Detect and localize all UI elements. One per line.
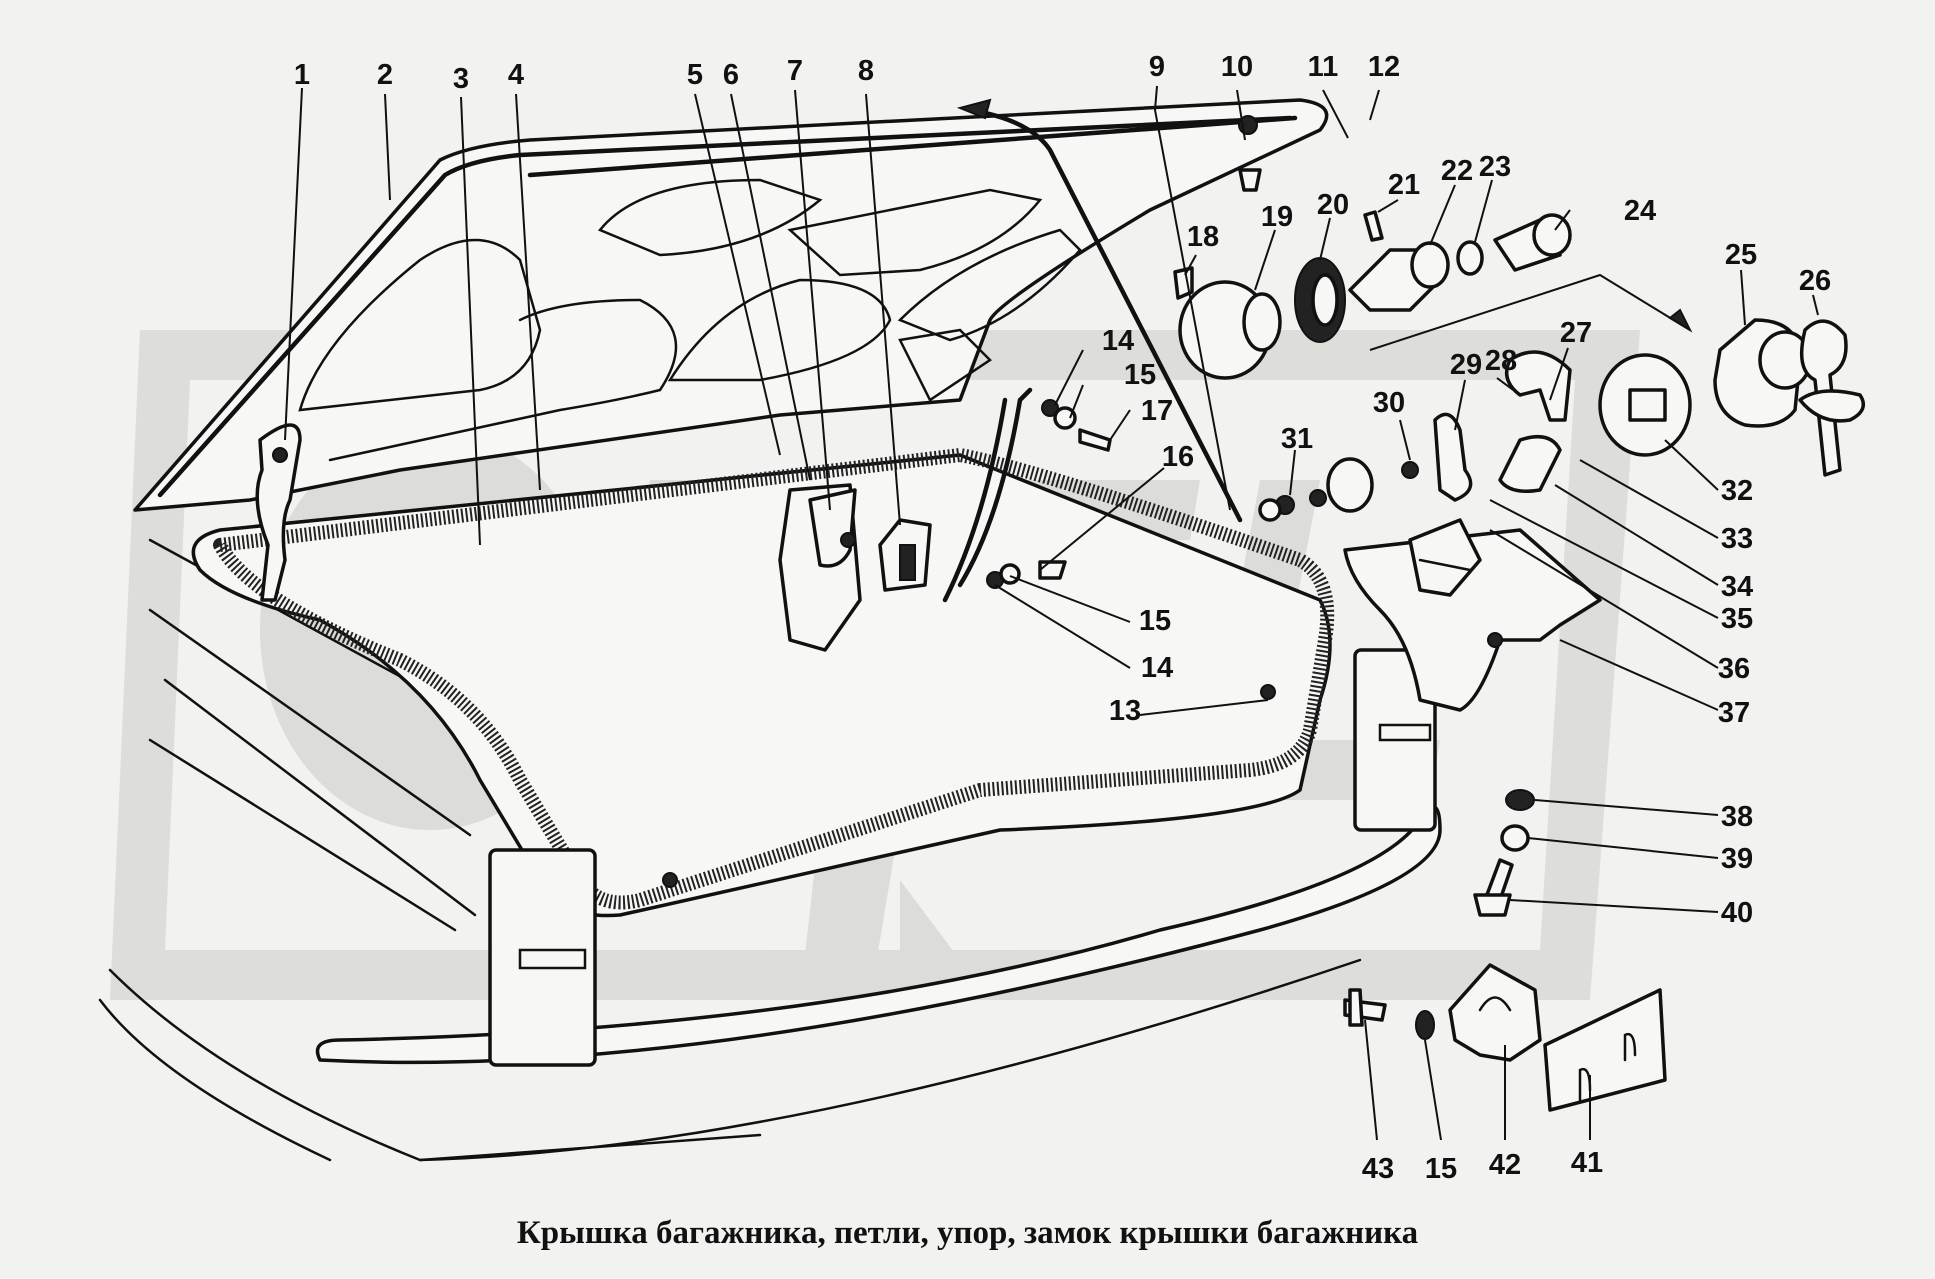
callout-15-stay: 15 (1139, 605, 1171, 637)
callout-24: 24 (1624, 195, 1656, 227)
callout-9: 9 (1149, 51, 1165, 83)
hinge-left (255, 423, 302, 602)
hinge-center (778, 483, 862, 652)
left-tail-light (488, 848, 597, 1067)
callout-15: 15 (1124, 359, 1156, 391)
callout-27: 27 (1560, 317, 1592, 349)
callout-36: 36 (1718, 653, 1750, 685)
callout-numbers: 1 2 3 4 5 6 7 8 9 10 11 12 13 14 15 16 1… (294, 51, 1831, 1185)
callout-16: 16 (1162, 441, 1194, 473)
trunk-seal (213, 448, 1335, 910)
callout-34: 34 (1721, 571, 1753, 603)
callout-41: 41 (1571, 1147, 1603, 1179)
callout-11: 11 (1308, 51, 1339, 83)
callout-18: 18 (1187, 221, 1219, 253)
callout-12: 12 (1368, 51, 1400, 83)
callout-43: 43 (1362, 1153, 1394, 1185)
callout-19: 19 (1261, 201, 1293, 233)
callout-2: 2 (377, 59, 393, 91)
callout-25: 25 (1725, 239, 1757, 271)
callout-22: 22 (1441, 155, 1473, 187)
callout-7: 7 (787, 55, 803, 87)
callout-14: 14 (1102, 325, 1134, 357)
callout-5: 5 (687, 59, 703, 91)
callout-32: 32 (1721, 475, 1753, 507)
callout-15-striker: 15 (1425, 1153, 1457, 1185)
callout-4: 4 (508, 59, 524, 91)
callout-31: 31 (1281, 423, 1313, 455)
callout-28: 28 (1485, 345, 1517, 377)
lid-stay (878, 387, 1033, 603)
callout-26: 26 (1799, 265, 1831, 297)
trunk-lid (133, 98, 1329, 512)
callout-1: 1 (294, 59, 310, 91)
callout-38: 38 (1721, 801, 1753, 833)
callout-13: 13 (1109, 695, 1141, 727)
callout-21: 21 (1388, 169, 1420, 201)
figure-caption: Крышка багажника, петли, упор, замок кры… (516, 1215, 1419, 1251)
callout-37: 37 (1718, 697, 1750, 729)
callout-35: 35 (1721, 603, 1753, 635)
callout-3: 3 (453, 63, 469, 95)
callout-14-stay: 14 (1141, 652, 1173, 684)
callout-42: 42 (1489, 1149, 1521, 1181)
callout-17: 17 (1141, 395, 1173, 427)
callout-29: 29 (1450, 349, 1482, 381)
callout-20: 20 (1317, 189, 1349, 221)
callout-23: 23 (1479, 151, 1511, 183)
callout-30: 30 (1373, 387, 1405, 419)
callout-33: 33 (1721, 523, 1753, 555)
callout-39: 39 (1721, 843, 1753, 875)
callout-10: 10 (1221, 51, 1253, 83)
leader-lines (284, 85, 1819, 1141)
callout-8: 8 (858, 55, 874, 87)
car-body (98, 448, 1442, 1162)
callout-40: 40 (1721, 897, 1753, 929)
callout-6: 6 (723, 59, 739, 91)
lock-assembly (1173, 210, 1866, 1112)
